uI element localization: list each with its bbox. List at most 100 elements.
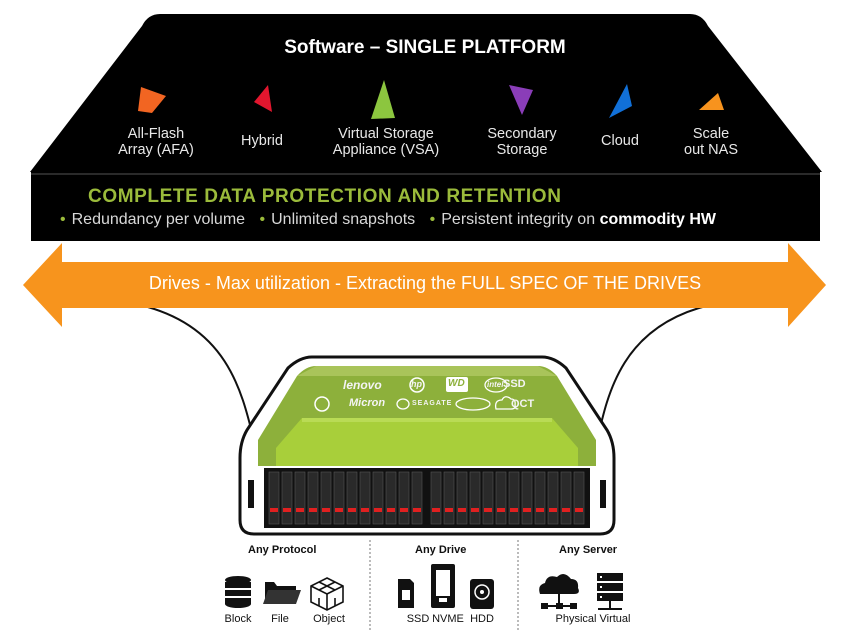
dell-logo-icon	[314, 396, 330, 412]
hdd-drive-icon	[470, 579, 494, 609]
drive-led	[510, 508, 518, 512]
protection-items: •Redundancy per volume •Unlimited snapsh…	[60, 211, 716, 229]
lenovo-partner-logo-icon	[455, 397, 491, 411]
block-storage-icon	[225, 576, 251, 608]
wd-logo-icon	[446, 377, 468, 392]
label-nvme: NVME	[432, 613, 464, 625]
drive-bay	[560, 471, 572, 525]
vendor-micron: Micron	[349, 397, 386, 409]
blue-shard-icon	[609, 84, 632, 118]
product-label-vsa: Virtual Storage Appliance (VSA)	[321, 126, 451, 158]
product-label-hybrid: Hybrid	[241, 133, 283, 149]
drive-led	[432, 508, 440, 512]
intel-logo-icon	[484, 377, 508, 393]
product-afa-line2: Array (AFA)	[118, 142, 194, 158]
bullet-icon: •	[259, 211, 266, 228]
seagate-logo-icon	[396, 398, 410, 410]
vendor-intel: intel	[487, 380, 504, 389]
drive-bay	[268, 471, 280, 525]
drive-bay	[398, 471, 410, 525]
server-rack-icon	[597, 573, 623, 610]
drive-bay	[456, 471, 468, 525]
drive-led	[296, 508, 304, 512]
drive-led	[283, 508, 291, 512]
drive-led	[549, 508, 557, 512]
vendor-ssd: SSD	[503, 378, 526, 390]
drive-led	[523, 508, 531, 512]
drive-bay	[307, 471, 319, 525]
drive-bay	[508, 471, 520, 525]
product-label-secondary: Secondary Storage	[472, 126, 572, 158]
section-title-protocol: Any Protocol	[248, 544, 317, 556]
drive-led	[484, 508, 492, 512]
drive-led	[575, 508, 583, 512]
drive-bay	[573, 471, 585, 525]
qct-cloud-icon	[494, 396, 516, 410]
drive-bay	[359, 471, 371, 525]
drive-led	[387, 508, 395, 512]
drive-led	[413, 508, 421, 512]
drive-bay	[294, 471, 306, 525]
drive-led	[348, 508, 356, 512]
cloud-network-icon	[539, 573, 579, 609]
label-ssd: SSD	[406, 613, 430, 625]
product-vsa-line2: Appliance (VSA)	[332, 142, 440, 158]
red-shard-icon	[254, 85, 272, 112]
bullet-icon: •	[429, 211, 436, 228]
product-label-afa: All-Flash Array (AFA)	[106, 126, 206, 158]
label-physical: Physical	[555, 613, 597, 625]
label-hdd: HDD	[470, 613, 494, 625]
object-cube-icon	[310, 577, 344, 611]
drive-bay	[385, 471, 397, 525]
drive-led	[400, 508, 408, 512]
drive-led	[458, 508, 466, 512]
protection-item-emphasis: commodity HW	[599, 211, 717, 228]
green-shard-icon	[371, 80, 395, 119]
vendor-wd: WD	[448, 378, 465, 389]
product-afa-line1: All-Flash	[127, 126, 185, 142]
purple-shard-icon	[509, 85, 533, 115]
product-secondary-line1: Secondary	[487, 126, 557, 142]
orange-shard-icon	[138, 87, 166, 113]
platform-title: Software – SINGLE PLATFORM	[284, 37, 566, 58]
section-title-drive: Any Drive	[415, 544, 467, 556]
product-nas-line1: Scale	[692, 126, 730, 142]
drive-led	[270, 508, 278, 512]
drives-banner-text: Drives - Max utilization - Extracting th…	[148, 273, 702, 293]
drive-led	[562, 508, 570, 512]
protection-band	[31, 172, 820, 241]
file-folder-icon	[263, 582, 301, 604]
drive-bay	[281, 471, 293, 525]
drive-bay	[333, 471, 345, 525]
drives-arrow	[23, 243, 826, 327]
drive-bay	[372, 471, 384, 525]
drive-bay	[482, 471, 494, 525]
drive-led	[445, 508, 453, 512]
label-block: Block	[224, 613, 252, 625]
drive-bay	[443, 471, 455, 525]
vendor-lenovo: lenovo	[343, 378, 382, 392]
ssd-card-icon	[398, 579, 414, 608]
drive-bay	[534, 471, 546, 525]
vendor-hp: hp	[411, 379, 422, 389]
drive-bay	[495, 471, 507, 525]
drive-led	[322, 508, 330, 512]
vendor-seagate: SEAGATE	[412, 400, 453, 407]
bullet-icon: •	[60, 211, 66, 228]
label-virtual: Virtual	[599, 613, 631, 625]
drive-bay	[346, 471, 358, 525]
label-object: Object	[313, 613, 345, 625]
drive-led	[309, 508, 317, 512]
label-file: File	[271, 613, 289, 625]
hp-logo-icon	[409, 377, 425, 393]
section-title-server: Any Server	[559, 544, 618, 556]
drive-bay	[469, 471, 481, 525]
drive-led	[536, 508, 544, 512]
product-label-cloud: Cloud	[601, 133, 639, 149]
amber-shard-icon	[699, 93, 724, 110]
drive-led	[335, 508, 343, 512]
drive-led	[374, 508, 382, 512]
drive-led	[497, 508, 505, 512]
product-vsa-line1: Virtual Storage	[338, 126, 434, 142]
drive-bay	[320, 471, 332, 525]
